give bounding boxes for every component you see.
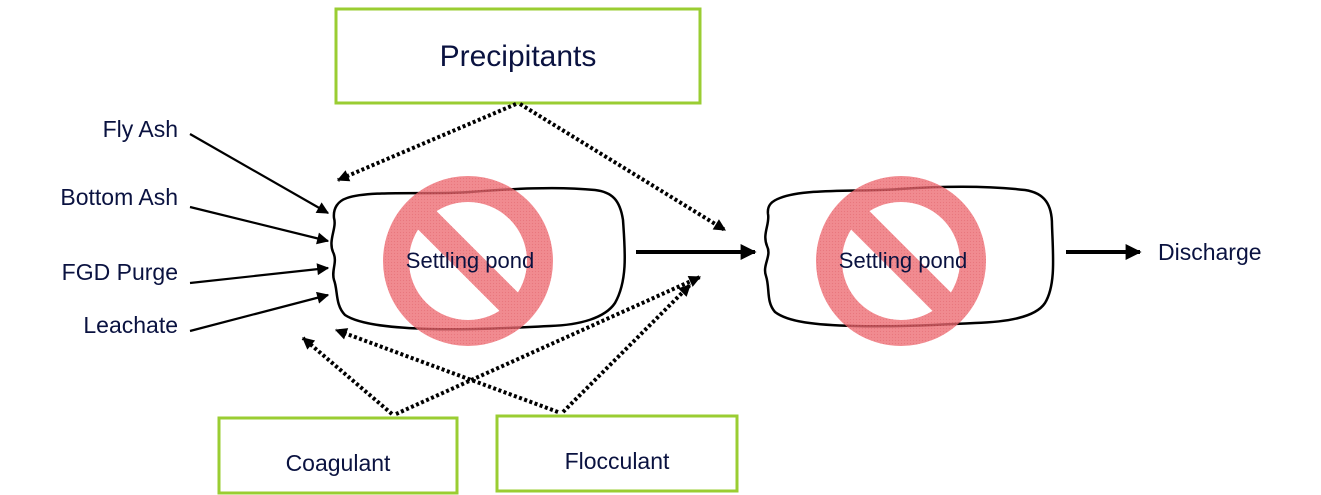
precipitants-to-pond2-arrow bbox=[518, 102, 727, 232]
flocculant-label: Flocculant bbox=[565, 448, 670, 474]
precipitants-to-pond1-arrow bbox=[336, 102, 517, 182]
fgd-purge-label: FGD Purge bbox=[62, 259, 178, 285]
coagulant-label: Coagulant bbox=[286, 450, 391, 476]
settling-pond-1-label: Settling pond bbox=[406, 248, 534, 273]
leachate-arrow bbox=[189, 291, 330, 333]
settling-pond-1: Settling pond bbox=[330, 176, 627, 346]
coagulant-to-pond1-arrow bbox=[301, 336, 394, 416]
coagulant-box: Coagulant bbox=[217, 416, 459, 495]
settling-pond-2-label: Settling pond bbox=[839, 248, 967, 273]
fgd-purge-arrow bbox=[189, 263, 330, 285]
precipitants-label: Precipitants bbox=[440, 40, 597, 73]
leachate-label: Leachate bbox=[83, 312, 178, 338]
bottom-ash-arrow bbox=[189, 205, 330, 245]
settling-pond-2: Settling pond bbox=[763, 176, 1055, 346]
flocculant-box: Flocculant bbox=[495, 414, 739, 493]
no-entry-sign-icon bbox=[383, 176, 553, 346]
flocculant-to-pond2-arrow bbox=[561, 283, 692, 414]
fly-ash-arrow bbox=[189, 133, 330, 214]
precipitants-box: Precipitants bbox=[334, 7, 702, 105]
no-entry-sign-icon bbox=[816, 176, 986, 346]
flocculant-to-pond1-arrow bbox=[334, 328, 559, 414]
coagulant-to-pond2-arrow bbox=[395, 275, 702, 416]
fly-ash-label: Fly Ash bbox=[103, 116, 178, 142]
bottom-ash-label: Bottom Ash bbox=[60, 184, 178, 210]
discharge-label: Discharge bbox=[1158, 239, 1262, 265]
